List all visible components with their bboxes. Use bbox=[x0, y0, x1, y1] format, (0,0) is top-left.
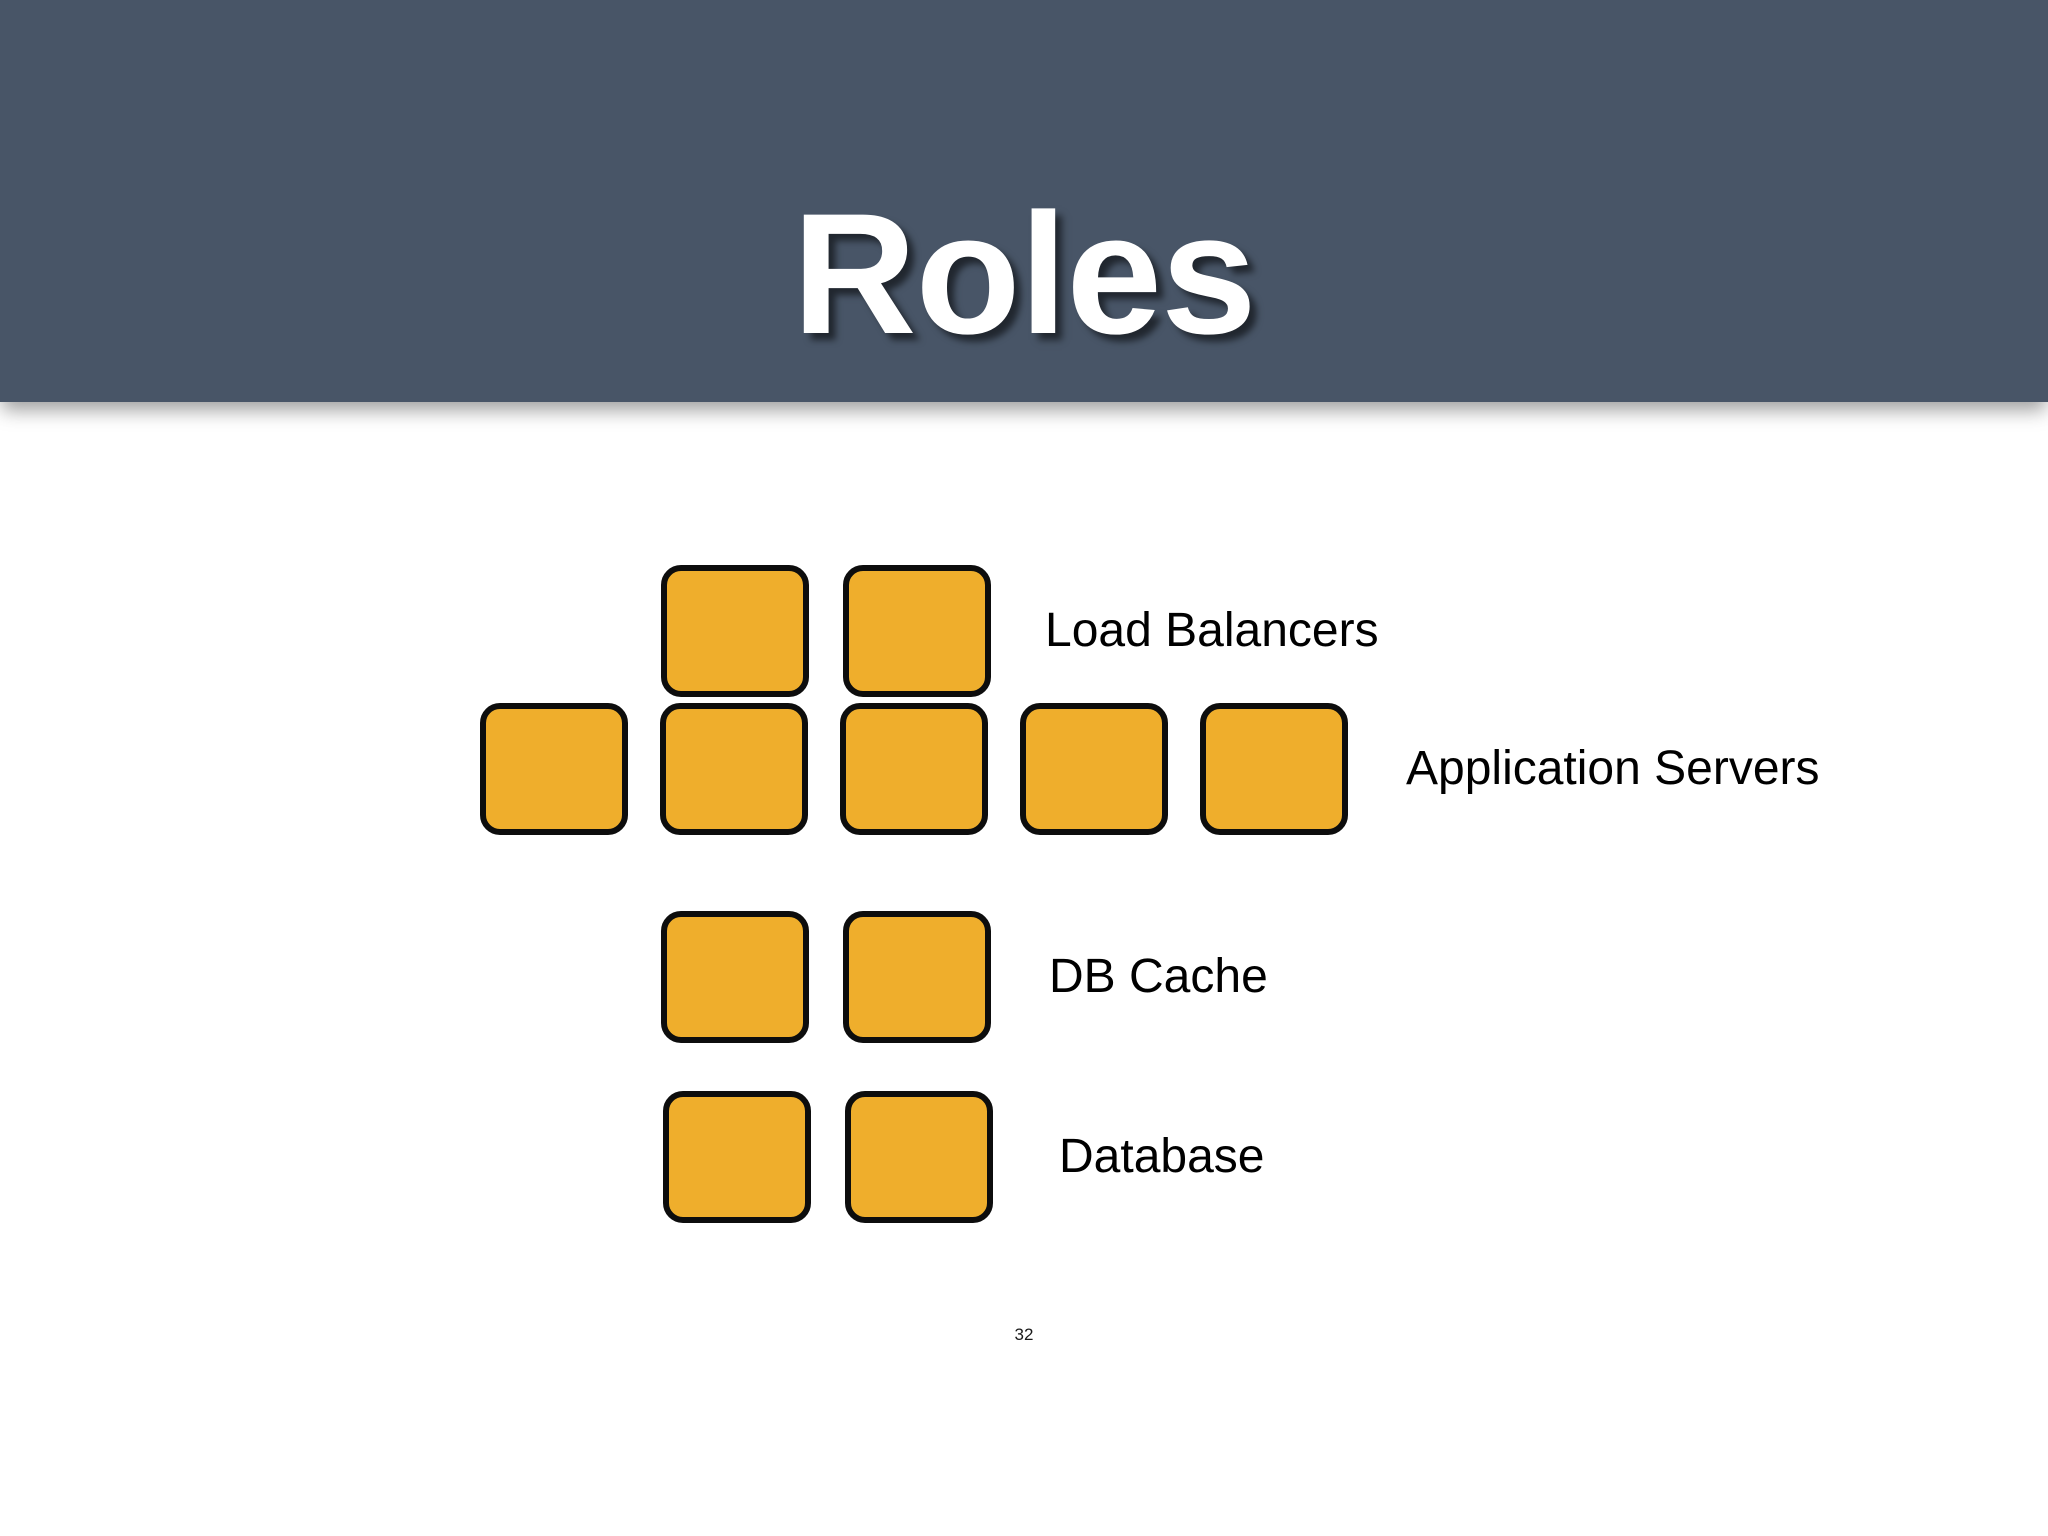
tier-row-database: Database bbox=[663, 1086, 1264, 1228]
node-group-application-servers bbox=[480, 703, 1380, 835]
node-group-load-balancers bbox=[661, 565, 1025, 697]
tier-label-database: Database bbox=[1059, 1130, 1265, 1183]
tier-row-application-servers: Application Servers bbox=[480, 698, 1820, 840]
node-box[interactable] bbox=[1200, 703, 1348, 835]
tier-label-db-cache: DB Cache bbox=[1049, 950, 1268, 1003]
node-box[interactable] bbox=[660, 703, 808, 835]
node-group-db-cache bbox=[661, 911, 1025, 1043]
node-box[interactable] bbox=[663, 1091, 811, 1223]
page-title: Roles bbox=[792, 178, 1256, 370]
node-group-database bbox=[663, 1091, 1027, 1223]
tier-row-db-cache: DB Cache bbox=[661, 906, 1268, 1048]
node-box[interactable] bbox=[661, 911, 809, 1043]
node-box[interactable] bbox=[840, 703, 988, 835]
node-box[interactable] bbox=[843, 911, 991, 1043]
page-number: 32 bbox=[1014, 1325, 1034, 1344]
node-box[interactable] bbox=[661, 565, 809, 697]
roles-diagram: Load Balancers Application Servers DB Ca… bbox=[0, 402, 2048, 1536]
node-box[interactable] bbox=[843, 565, 991, 697]
node-box[interactable] bbox=[845, 1091, 993, 1223]
node-box[interactable] bbox=[1020, 703, 1168, 835]
tier-row-load-balancers: Load Balancers bbox=[661, 560, 1379, 702]
title-banner: Roles bbox=[0, 0, 2048, 402]
node-box[interactable] bbox=[480, 703, 628, 835]
tier-label-load-balancers: Load Balancers bbox=[1045, 604, 1379, 657]
tier-label-application-servers: Application Servers bbox=[1406, 742, 1820, 795]
